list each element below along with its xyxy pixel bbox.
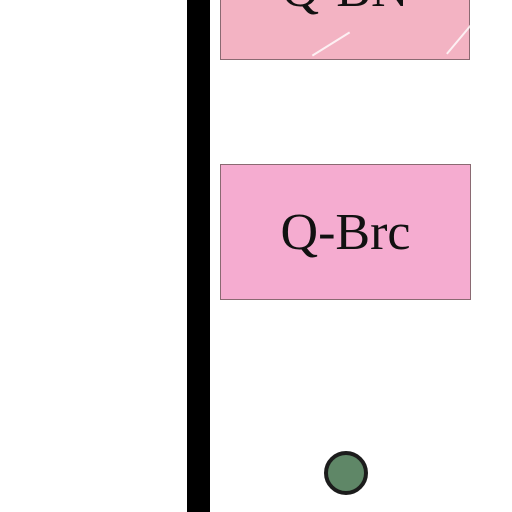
node-dot — [324, 451, 368, 495]
box-q-bn-label: Q-BN — [281, 0, 408, 19]
glint-mark — [446, 19, 476, 55]
box-q-bn: Q-BN — [220, 0, 476, 60]
glint-mark — [311, 31, 351, 57]
vertical-axis-line — [187, 0, 210, 512]
box-q-brc: Q-Brc — [220, 164, 471, 300]
box-q-brc-label: Q-Brc — [280, 203, 411, 261]
